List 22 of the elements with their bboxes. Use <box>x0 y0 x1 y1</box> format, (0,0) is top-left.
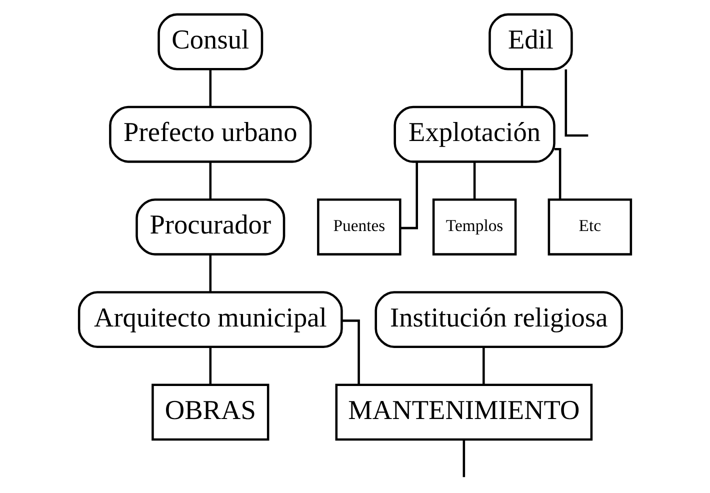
connector <box>482 347 485 384</box>
connector <box>520 70 524 107</box>
node-box: Etc <box>548 198 632 256</box>
node-box: Arquitecto municipal <box>78 291 343 348</box>
connector <box>462 440 466 478</box>
connector <box>554 148 562 200</box>
connector <box>564 69 588 137</box>
connector <box>209 347 212 384</box>
node-box: Explotación <box>394 106 556 163</box>
node-box: OBRAS <box>152 384 270 441</box>
connector <box>473 162 476 200</box>
node-box: Consul <box>158 13 264 70</box>
connector <box>209 254 212 292</box>
node-box: MANTENIMIENTO <box>335 384 593 441</box>
connector <box>209 70 212 107</box>
node-box: Institución religiosa <box>374 291 623 348</box>
connector <box>209 162 212 200</box>
node-box: Edil <box>488 13 573 70</box>
node-box: Templos <box>432 198 517 256</box>
node-box: Prefecto urbano <box>109 106 312 163</box>
node-box: Puentes <box>317 198 402 256</box>
node-box: Procurador <box>136 198 286 256</box>
